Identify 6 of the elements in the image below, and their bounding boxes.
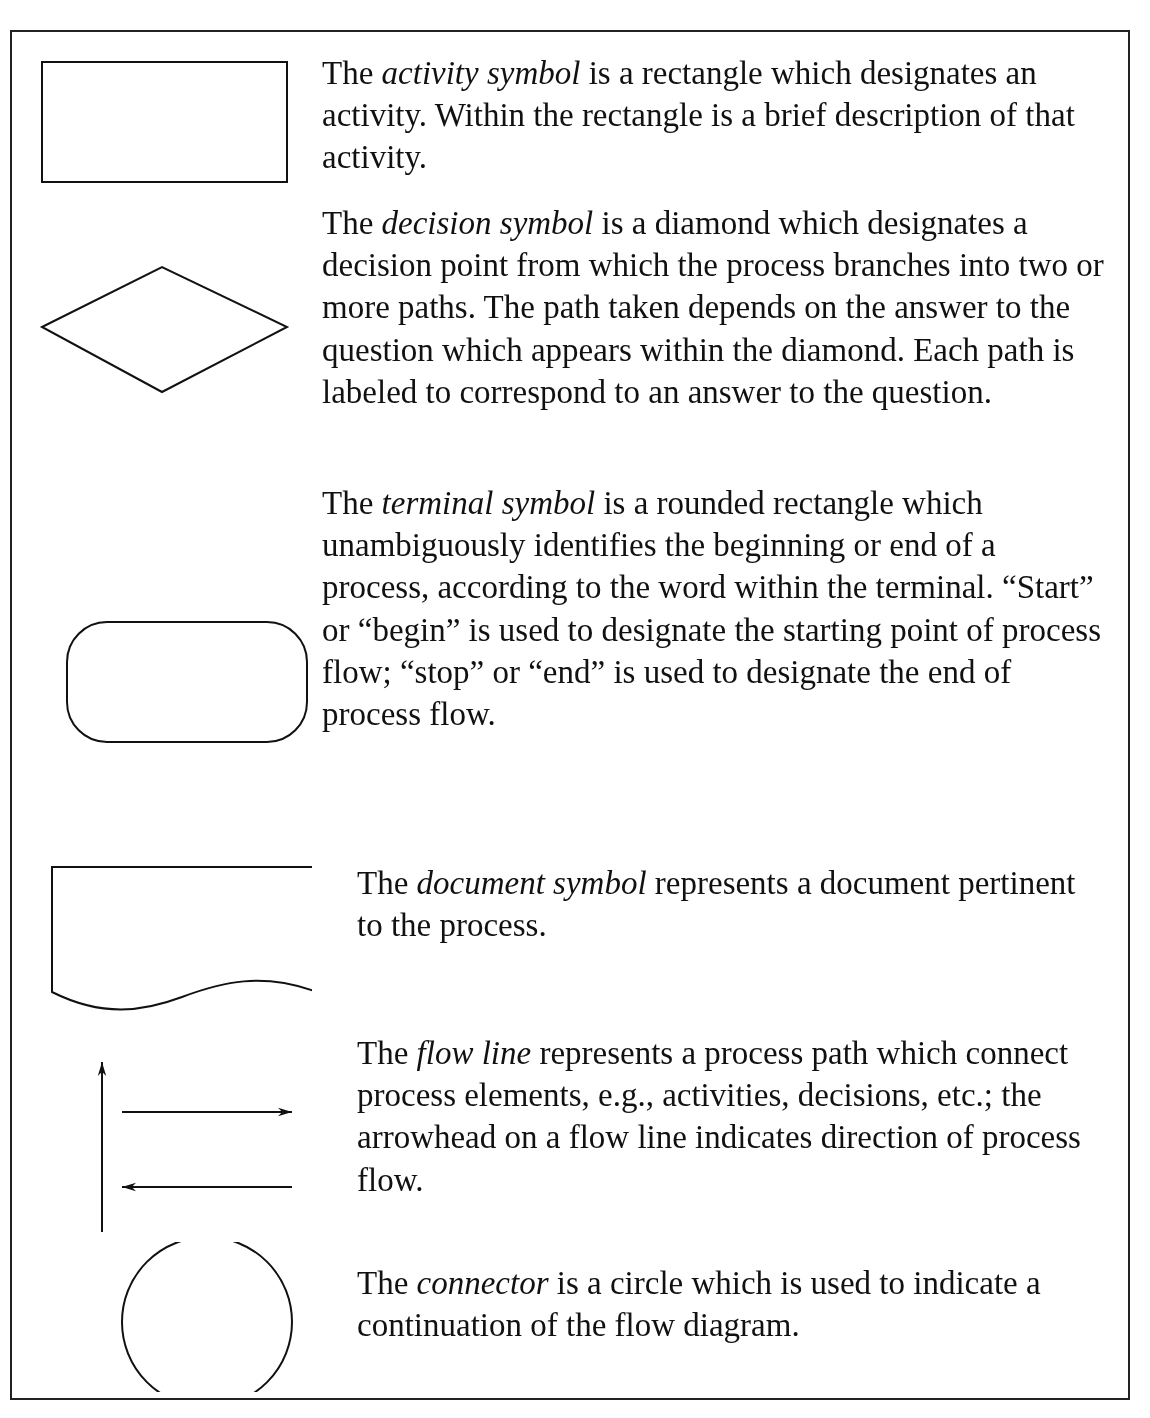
- description-paragraph: The activity symbol is a rectangle which designates an activity. Within the rectangle is a brief description of that activity.: [322, 54, 1076, 178]
- description-paragraph: The terminal symbol is a rounded rectangle which unambiguously identifies the beginning or end of a process, according to the word within the terminal. “Start” or “begin” is used to designate the starting point of process flow; “stop” or “end” is used to designate the end of process flow.: [322, 484, 1102, 735]
- description-paragraph: The document symbol represents a document pertinent to the process.: [357, 864, 1077, 946]
- description-paragraph: The flow line represents a process path which connect process elements, e.g., activities, decisions, etc.; the arrowhead on a flow line indicates direction of process flow.: [357, 1034, 1082, 1200]
- description-paragraph: The connector is a circle which is used to indicate a continuation of the flow diagram.: [357, 1264, 1042, 1346]
- description-paragraph: The decision symbol is a diamond which designates a decision point from which the process branches into two or more paths. The path taken depends on the answer to the question which appears within the diamond. Each path is labeled to correspond to an answer to the question.: [322, 204, 1105, 412]
